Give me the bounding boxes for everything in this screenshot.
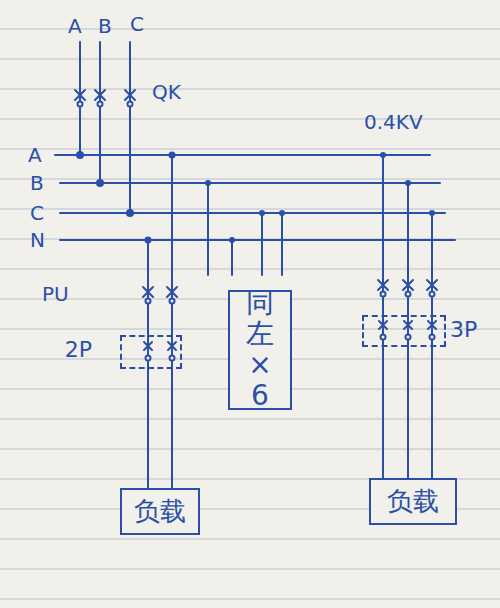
- box-text: 负载: [387, 484, 439, 519]
- bus-bar: [55, 155, 455, 240]
- box-text: 同左×6: [242, 288, 278, 411]
- junction-dots: [76, 151, 435, 244]
- wire-label: PU: [40, 282, 71, 306]
- wire-label: B: [28, 171, 46, 195]
- load-box: 负载: [120, 488, 200, 535]
- feeder-wire: [383, 155, 432, 347]
- wire-label: A: [26, 143, 44, 167]
- incoming-wire: [80, 42, 130, 213]
- breaker-label: 2P: [65, 337, 92, 362]
- repeat-box: 同左×6: [228, 290, 292, 410]
- box-text: 负载: [134, 494, 186, 529]
- load-wire: [147, 369, 149, 488]
- breaker-label: 3P: [450, 317, 477, 342]
- load-box: 负载: [369, 478, 457, 525]
- wire-label: C: [128, 12, 146, 36]
- load-wire: [382, 347, 384, 478]
- wire-label: B: [96, 14, 114, 38]
- load-wire: [171, 369, 173, 488]
- load-wire: [431, 347, 433, 478]
- wire-label: 0.4KV: [362, 110, 425, 134]
- wire-label: C: [28, 201, 46, 225]
- feeder-wire: [208, 183, 282, 275]
- load-wire: [407, 347, 409, 478]
- wire-label: N: [28, 228, 47, 252]
- breaker-box: 2P: [120, 335, 182, 369]
- wire-label: A: [66, 14, 84, 38]
- breaker-box: 3P: [362, 315, 446, 347]
- wire-label: QK: [150, 80, 183, 104]
